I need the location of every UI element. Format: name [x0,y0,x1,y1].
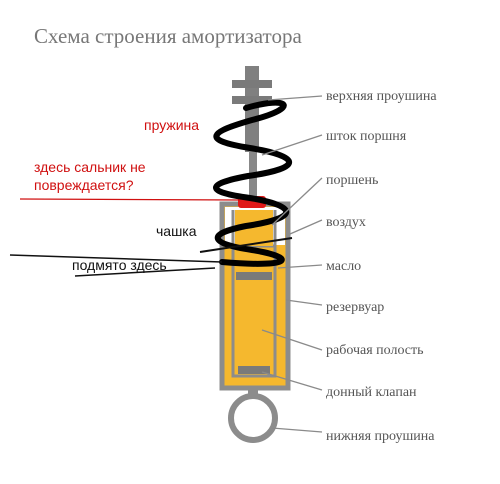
crushed-line [9,254,223,263]
cup-line [199,237,293,253]
label-air: воздух [326,215,366,230]
annotation-seal-line1: здесь сальник не [34,159,146,175]
diagram-title: Схема строения амортизатора [34,24,302,48]
label-piston-rod: шток поршня [326,129,407,144]
piston [236,272,272,280]
annotation-seal-line2: повреждается? [34,177,134,193]
bottom-valve [238,366,270,374]
spring-coil [213,99,293,267]
label-piston: поршень [326,173,378,188]
label-lower-eye: нижняя проушина [326,429,435,444]
lower-eye [228,388,278,443]
crushed-arrow-line [74,267,216,277]
label-upper-eye: верхняя проушина [326,89,437,104]
label-bottom-valve: донный клапан [326,385,417,400]
annotation-crushed: подмято здесь [72,257,167,273]
label-working-cavity: рабочая полость [326,343,424,358]
annotation-cup: чашка [156,223,197,239]
leader-lines [261,95,323,433]
label-oil: масло [326,259,361,274]
label-reservoir: резервуар [326,300,384,315]
working-cylinder [231,210,277,378]
annotation-spring: пружина [144,117,199,133]
seal-annotation-line [19,198,241,201]
